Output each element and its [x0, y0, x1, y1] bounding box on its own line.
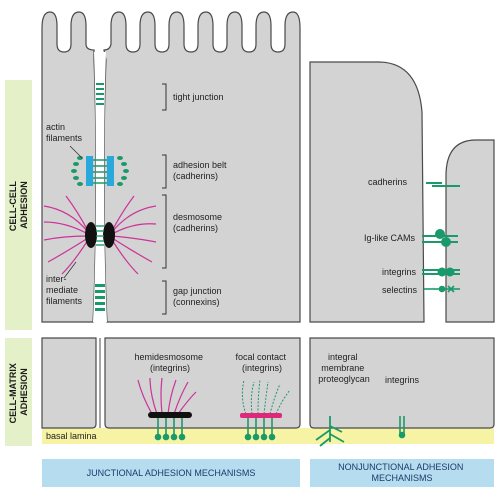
intermediate-filaments-label: inter- mediate filaments [46, 274, 83, 306]
integrin-matrix-molecule [398, 416, 406, 439]
cell-cell-label: CELL-CELL ADHESION [8, 179, 29, 231]
adhesion-belt [86, 156, 114, 186]
adhesion-belt-label: adhesion belt (cadherins) [173, 160, 229, 181]
nonjunctional-matrix-cell [309, 337, 495, 429]
tight-junction [96, 83, 104, 105]
selectins-label: selectins [382, 285, 418, 295]
nonjunctional-cell-left [309, 61, 425, 323]
actin-leader [69, 145, 83, 159]
ig-cam-molecule [422, 229, 458, 247]
integrin-molecule [422, 267, 460, 277]
junctional-footer-bar [42, 459, 300, 487]
focal-contact-actin [241, 379, 291, 415]
integrins-label: integrins [382, 267, 417, 277]
matrix-cell-left [41, 337, 97, 429]
nonjunctional-cell-right [445, 139, 495, 323]
selectin-molecule [424, 285, 460, 293]
intercellular-space [93, 52, 107, 322]
cell-matrix-side-bar [5, 338, 32, 446]
adhesion-belt-bracket [162, 154, 167, 189]
junctional-footer-label: JUNCTIONAL ADHESION MECHANISMS [87, 468, 256, 478]
desmosome-label: desmosome (cadherins) [173, 212, 225, 233]
proteoglycan-molecule [315, 416, 345, 447]
gap-junction [95, 284, 105, 311]
epithelial-cell-right [103, 11, 301, 323]
intermediate-leader [63, 261, 77, 279]
intermediate-filaments [43, 195, 157, 275]
focal-contact-label: focal contact (integrins) [235, 352, 288, 373]
actin-filaments [71, 156, 129, 186]
proteoglycan-label: integral membrane proteoglycan [318, 352, 370, 384]
cell-cell-side-bar [5, 80, 32, 330]
gap-junction-bracket [162, 280, 167, 315]
cadherins-molecule [426, 182, 460, 187]
desmosome [85, 222, 115, 248]
matrix-integrins-label: integrins [385, 375, 420, 385]
cell-matrix-label: CELL-MATRIX ADHESION [8, 361, 29, 424]
tight-junction-bracket [162, 83, 167, 111]
hemidesmosome-integrins [154, 418, 186, 441]
desmosome-bracket [162, 194, 167, 269]
actin-filaments-label: actin filaments [46, 122, 83, 143]
basal-lamina-label: basal lamina [46, 431, 97, 441]
nonjunctional-footer-bar [310, 459, 494, 487]
focal-contact-plaque [240, 413, 282, 418]
gap-junction-label: gap junction (connexins) [173, 286, 224, 307]
hemidesmosome-label: hemidesmosome (integrins) [134, 352, 205, 373]
tight-junction-label: tight junction [173, 92, 224, 102]
nonjunctional-footer-label: NONJUNCTIONAL ADHESION MECHANISMS [338, 462, 466, 483]
focal-contact-integrins [244, 418, 276, 441]
hemidesmosome-plaque [148, 412, 192, 418]
basal-lamina [42, 428, 494, 444]
hemidesmosome-filaments [137, 377, 197, 415]
ig-cams-label: Ig-like CAMs [364, 233, 416, 243]
cadherins-label: cadherins [368, 177, 408, 187]
